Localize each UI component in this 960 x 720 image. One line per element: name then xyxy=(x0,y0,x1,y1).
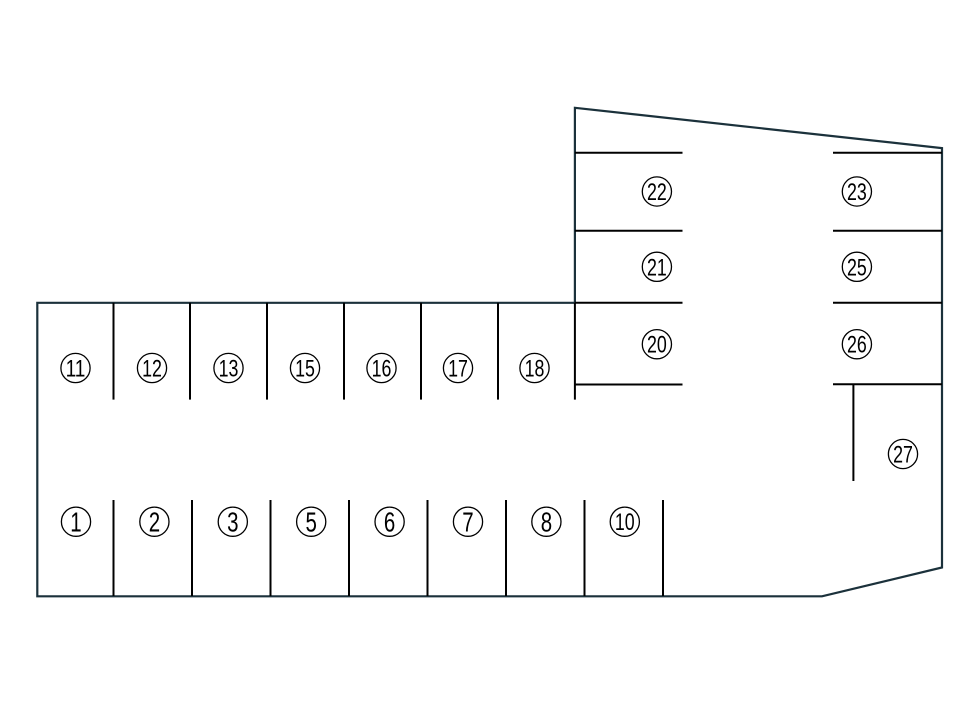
svg-text:1: 1 xyxy=(70,507,81,538)
svg-text:18: 18 xyxy=(525,356,545,383)
svg-text:22: 22 xyxy=(647,179,667,206)
svg-text:5: 5 xyxy=(306,507,317,538)
svg-text:26: 26 xyxy=(847,332,867,359)
svg-text:13: 13 xyxy=(219,356,239,383)
svg-text:3: 3 xyxy=(227,507,238,538)
svg-text:20: 20 xyxy=(647,332,667,359)
svg-text:8: 8 xyxy=(541,507,552,538)
svg-text:2: 2 xyxy=(149,507,160,538)
svg-text:11: 11 xyxy=(66,356,86,383)
svg-text:16: 16 xyxy=(372,356,392,383)
svg-text:23: 23 xyxy=(847,179,867,206)
svg-text:6: 6 xyxy=(384,507,395,538)
svg-text:7: 7 xyxy=(462,507,473,538)
svg-text:10: 10 xyxy=(615,509,635,536)
svg-text:17: 17 xyxy=(448,356,468,383)
svg-text:25: 25 xyxy=(847,254,867,281)
svg-text:15: 15 xyxy=(295,356,315,383)
svg-text:21: 21 xyxy=(647,254,667,281)
svg-text:12: 12 xyxy=(142,356,162,383)
svg-text:27: 27 xyxy=(893,442,913,469)
